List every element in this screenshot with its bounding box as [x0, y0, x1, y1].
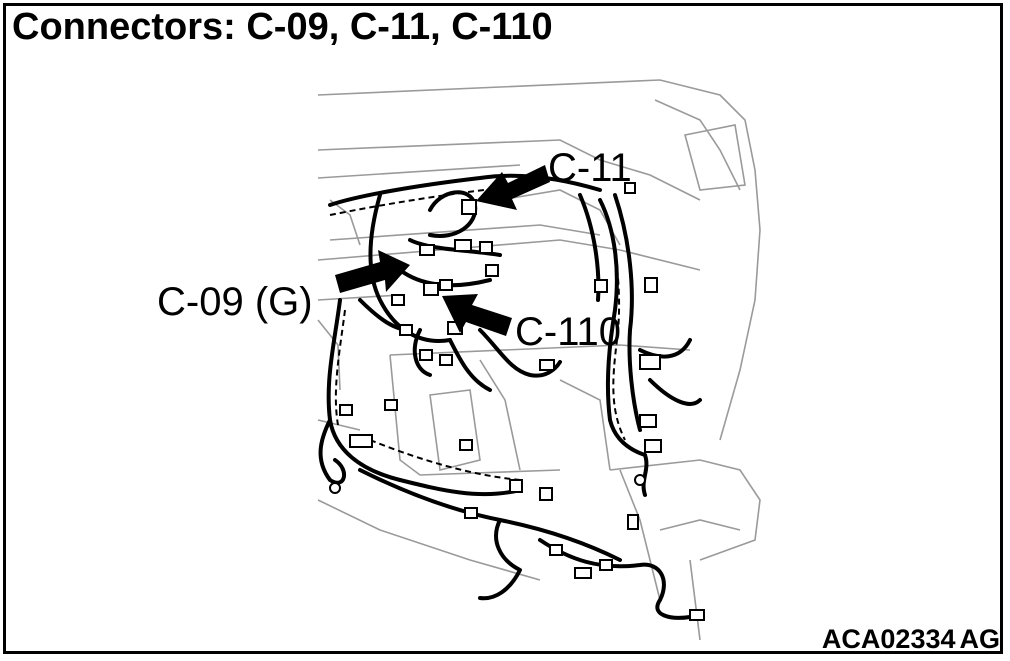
arrow-c110: [442, 294, 512, 336]
label-c09: C-09 (G): [157, 280, 313, 324]
figure-code-suffix: AG: [959, 624, 1001, 654]
connector-c11: [461, 199, 477, 215]
connector-c09: [423, 282, 439, 296]
harness-dashed-segments: [329, 187, 626, 481]
connector-blocks: [329, 182, 705, 621]
diagram-title: Connectors: C-09, C-11, C-110: [12, 6, 553, 48]
label-c11: C-11: [548, 146, 632, 190]
arrow-c11: [476, 165, 550, 210]
label-c110: C-110: [515, 310, 621, 354]
figure-code-main: ACA02334: [821, 624, 956, 654]
pointer-arrows: [335, 165, 550, 336]
arrow-c09: [335, 250, 410, 293]
wiring-harness: [318, 173, 702, 620]
